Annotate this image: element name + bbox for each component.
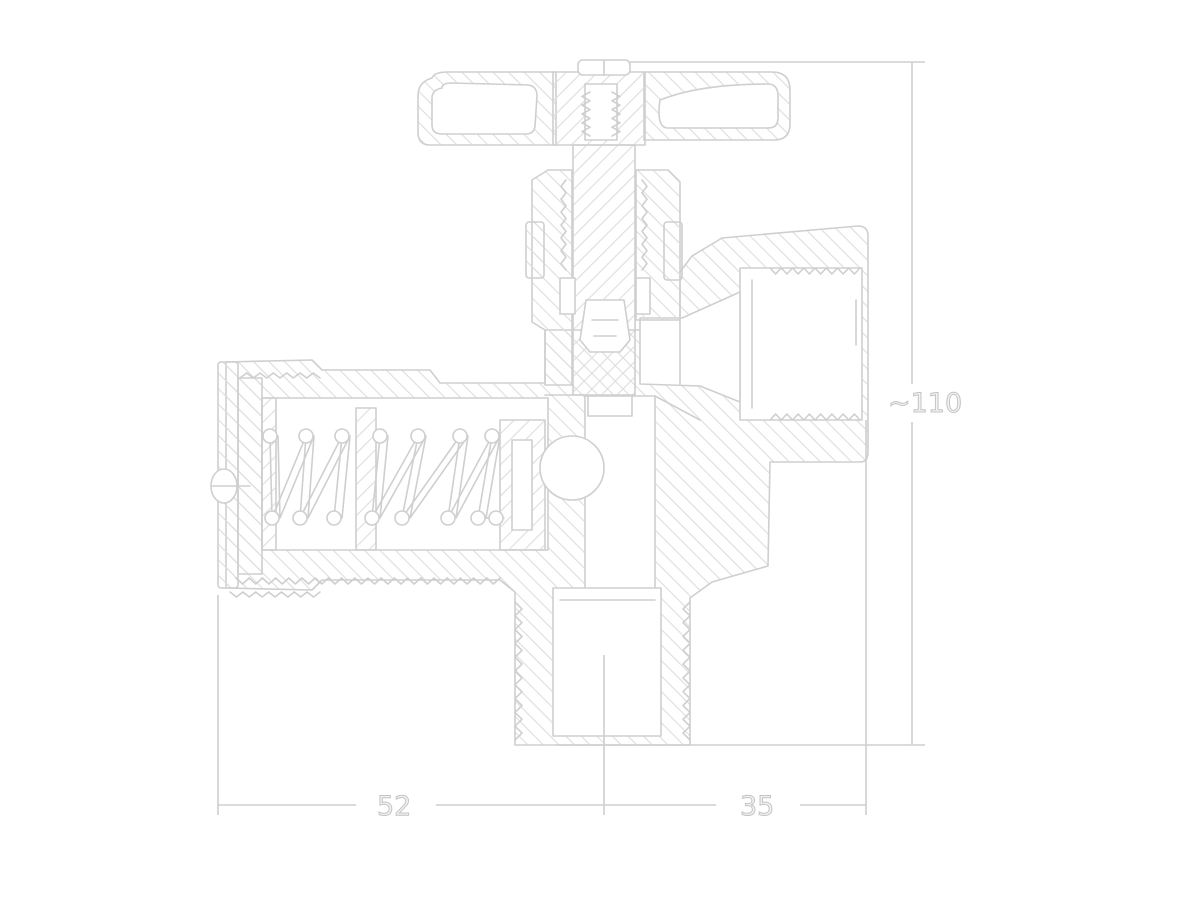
outer-spring-wire-section [262, 428, 278, 444]
valve-stem [572, 144, 636, 396]
right-width-label: 35 [740, 791, 774, 822]
spring-retainer-left [261, 397, 277, 551]
handwheel-right-window [658, 83, 779, 129]
inner-spring-wire-section [488, 510, 504, 526]
outer-spring-wire-section [298, 428, 314, 444]
springs [262, 428, 505, 526]
valve-disc-seat [579, 299, 631, 353]
piston-recess [511, 439, 533, 531]
gland-packing-gap [635, 277, 651, 315]
outer-spring-wire-section [292, 510, 308, 526]
chamber-thread-top [239, 372, 321, 379]
outlet-port-bore [739, 267, 863, 421]
outer-spring-coil [269, 435, 343, 519]
inner-spring-wire-section [484, 428, 500, 444]
threads [229, 91, 861, 741]
height-dimension-label: ~110 [888, 388, 962, 419]
handwheel [417, 59, 791, 146]
inner-spring-wire-section [452, 428, 468, 444]
chamber-thread-bottom [235, 577, 501, 585]
outer-spring-wire-section [264, 510, 280, 526]
outer-spring-wire-section [334, 428, 350, 444]
handwheel-left-window [431, 82, 538, 135]
inlet-bore [552, 587, 662, 737]
valve-seat-gap [587, 395, 633, 417]
inlet-outer-thread-left [514, 601, 523, 741]
handwheel-screw-thread [581, 91, 591, 137]
inner-spring-wire-section [440, 510, 456, 526]
inner-spring-wire-section [364, 510, 380, 526]
inner-spring-wire-section [372, 428, 388, 444]
outer-spring-wire-section [326, 510, 342, 526]
bonnet-thread-left [560, 179, 567, 271]
inner-spring-coil-edge [379, 435, 505, 519]
inner-spring-wire-section [394, 510, 410, 526]
bonnet-hex-left [525, 221, 545, 279]
outer-spring-coil-edge [277, 435, 351, 519]
inner-spring-wire-section [410, 428, 426, 444]
body-wall-line [654, 395, 701, 421]
check-ball [539, 435, 605, 501]
cap-thread [229, 591, 321, 598]
bonnet-thread-right [641, 179, 648, 271]
bonnet-hex-right [663, 221, 683, 281]
end-cap-inner-wall [237, 377, 263, 575]
inner-spring-wire-section [470, 510, 486, 526]
handwheel-screw-bore [584, 83, 618, 141]
spring-separator-plate [355, 407, 377, 551]
outlet-inner-thread-bottom [769, 413, 861, 421]
inlet-outer-thread-right [682, 601, 691, 741]
central-passage [584, 395, 656, 591]
left-width-label: 52 [377, 791, 411, 822]
handwheel-screw-thread [611, 91, 621, 137]
gland-packing-gap [559, 277, 576, 315]
outlet-inner-thread-top [769, 267, 861, 275]
dimension-lines: ~110 52 35 [217, 61, 963, 823]
